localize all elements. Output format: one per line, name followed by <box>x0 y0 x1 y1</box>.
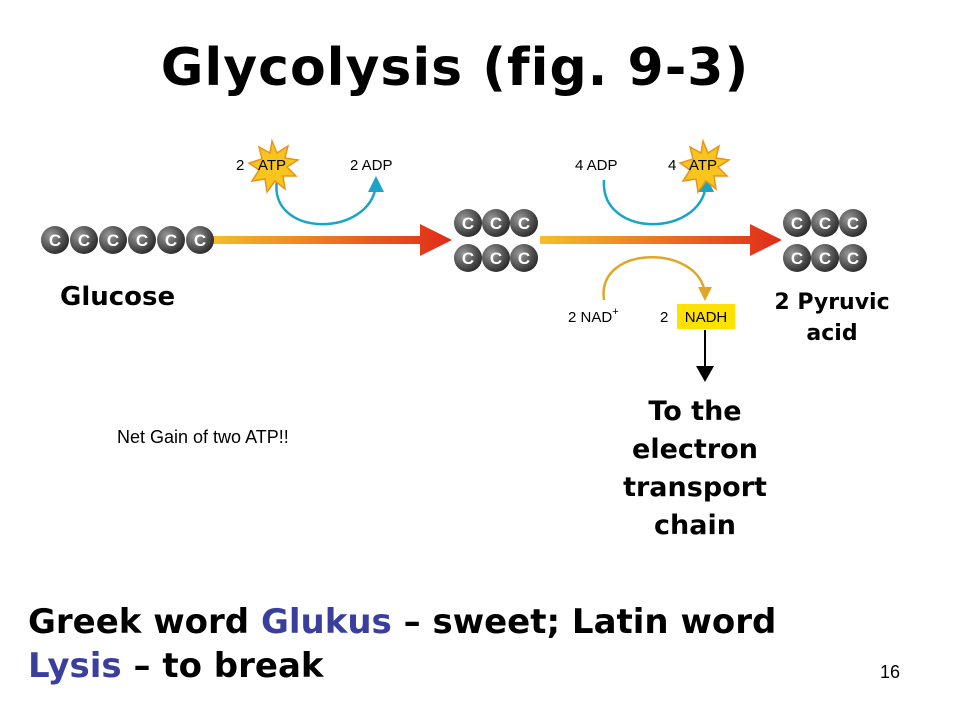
svg-text:C: C <box>819 249 831 268</box>
carbon-atom: C <box>510 244 538 272</box>
pyruvic-label-line: acid <box>806 321 858 346</box>
carbon-atom: C <box>811 209 839 237</box>
svg-text:C: C <box>847 249 859 268</box>
nadh-count: 2 <box>660 309 668 326</box>
nadh-box <box>677 304 735 329</box>
carbon-atom: C <box>811 244 839 272</box>
nad-reduction: 2 NAD+ 2 NADH <box>568 256 735 382</box>
nad-label: 2 NAD+ <box>568 306 619 326</box>
pyruvic-acid-molecules: C C C C C C <box>783 209 867 272</box>
glucose-label: Glucose <box>60 282 176 312</box>
svg-text:C: C <box>847 214 859 233</box>
carbon-atom: C <box>482 244 510 272</box>
glucose-molecule: C C C C C C <box>41 226 214 254</box>
adp-label: 4 ADP <box>575 157 618 174</box>
electron-transport-label: To the electron transport chain <box>590 393 800 545</box>
svg-text:C: C <box>490 249 502 268</box>
carbon-atom: C <box>99 226 127 254</box>
atp-burst-icon: ATP <box>678 138 732 194</box>
svg-text:C: C <box>136 231 148 250</box>
carbon-atom: C <box>783 244 811 272</box>
intermediate-molecules: C C C C C C <box>454 209 538 272</box>
svg-text:C: C <box>490 214 502 233</box>
carbon-atom: C <box>70 226 98 254</box>
carbon-atom: C <box>839 244 867 272</box>
etymology-text: Greek word Glukus – sweet; Latin word Ly… <box>28 600 776 688</box>
atp-burst-icon: ATP <box>247 138 301 194</box>
carbon-atom: C <box>510 209 538 237</box>
etymology-line: Lysis – to break <box>28 646 324 686</box>
greek-word: Glukus <box>260 602 392 642</box>
atp-investment: 2 ATP 2 ADP <box>236 138 393 226</box>
atp-label: ATP <box>689 157 717 174</box>
adp-label: 2 ADP <box>350 157 393 174</box>
svg-text:C: C <box>78 231 90 250</box>
svg-text:C: C <box>518 214 530 233</box>
carbon-atom: C <box>157 226 185 254</box>
svg-text:C: C <box>819 214 831 233</box>
svg-text:C: C <box>462 214 474 233</box>
svg-text:C: C <box>49 231 61 250</box>
arrowhead-icon <box>698 287 712 301</box>
carbon-atom: C <box>839 209 867 237</box>
page-number: 16 <box>880 662 901 682</box>
svg-text:C: C <box>791 214 803 233</box>
pyruvic-acid-label: 2 Pyruvic acid <box>752 287 912 349</box>
svg-text:C: C <box>194 231 206 250</box>
reaction-arrow-1 <box>210 224 452 256</box>
etc-label-line: To the <box>648 396 742 427</box>
latin-word: Lysis <box>28 646 122 686</box>
etc-label-line: electron <box>632 434 758 465</box>
carbon-atom: C <box>128 226 156 254</box>
atp-count: 2 <box>236 157 244 174</box>
svg-text:C: C <box>518 249 530 268</box>
nadh-label: NADH <box>685 309 728 326</box>
atp-payoff: 4 ADP 4 ATP <box>575 138 732 226</box>
carbon-atom: C <box>783 209 811 237</box>
carbon-atom: C <box>186 226 214 254</box>
svg-text:C: C <box>791 249 803 268</box>
etc-label-line: chain <box>654 510 736 541</box>
slide-title: Glycolysis (fig. 9-3) <box>160 38 750 98</box>
carbon-atom: C <box>454 209 482 237</box>
svg-text:C: C <box>107 231 119 250</box>
carbon-atom: C <box>454 244 482 272</box>
arrowhead-down-icon <box>696 366 714 382</box>
carbon-atom: C <box>41 226 69 254</box>
atp-count: 4 <box>668 157 676 174</box>
arrowhead-icon <box>698 176 714 192</box>
reaction-arrow-2 <box>540 224 782 256</box>
carbon-atom: C <box>482 209 510 237</box>
svg-text:C: C <box>165 231 177 250</box>
arrowhead-icon <box>368 176 384 192</box>
etymology-line: Greek word Glukus – sweet; Latin word <box>28 602 777 642</box>
svg-text:C: C <box>462 249 474 268</box>
atp-label: ATP <box>258 157 286 174</box>
net-gain-note: Net Gain of two ATP!! <box>117 427 289 447</box>
etc-label-line: transport <box>623 472 767 503</box>
pyruvic-label-line: 2 Pyruvic <box>774 290 890 315</box>
